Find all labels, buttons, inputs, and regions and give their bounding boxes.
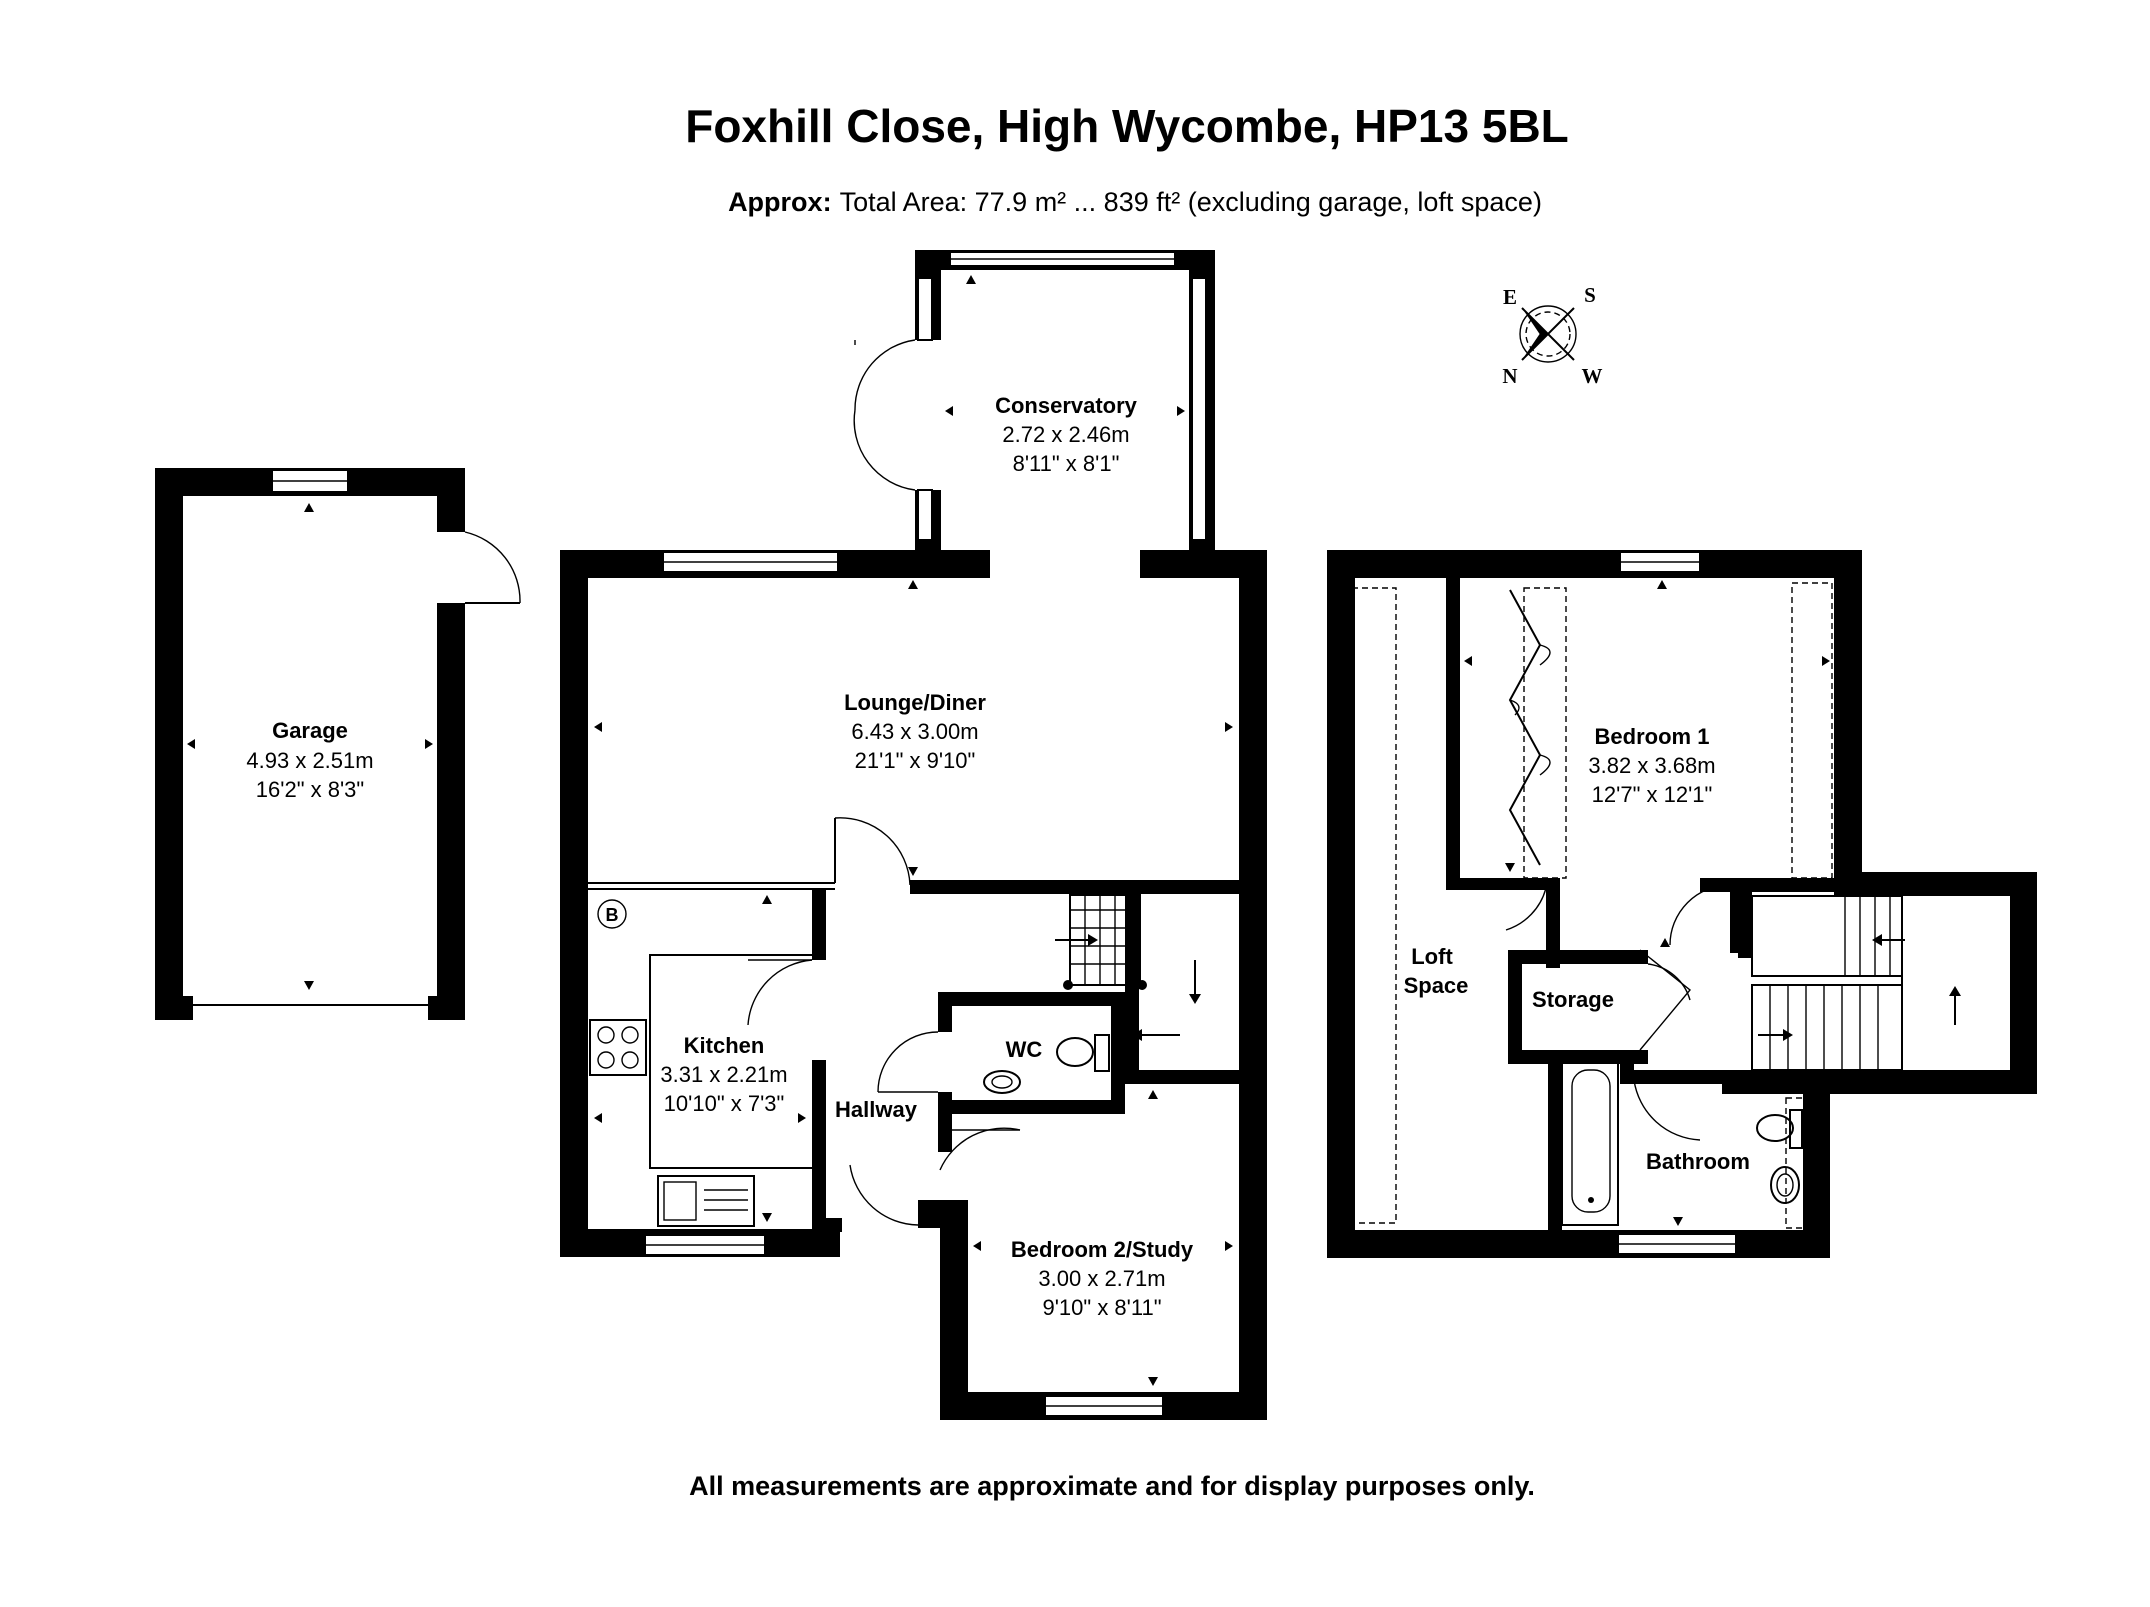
garage-imperial: 16'2" x 8'3" <box>256 777 364 802</box>
area-label: Approx: <box>728 187 832 217</box>
loft-name-line1: Loft <box>1411 944 1453 969</box>
conservatory-name: Conservatory <box>995 393 1138 418</box>
conservatory-imperial: 8'11" x 8'1" <box>1013 451 1120 476</box>
lounge-name: Lounge/Diner <box>844 690 986 715</box>
garage-metric: 4.93 x 2.51m <box>246 748 373 773</box>
kitchen-imperial: 10'10" x 7'3" <box>664 1091 785 1116</box>
garage-name: Garage <box>272 718 348 743</box>
bedroom2-metric: 3.00 x 2.71m <box>1038 1266 1165 1291</box>
hallway-name: Hallway <box>835 1097 918 1122</box>
wc-name: WC <box>1006 1037 1043 1062</box>
page-title: Foxhill Close, High Wycombe, HP13 5BL <box>685 100 1569 152</box>
conservatory-metric: 2.72 x 2.46m <box>1002 422 1129 447</box>
bathroom-name: Bathroom <box>1646 1149 1750 1174</box>
kitchen-name: Kitchen <box>684 1033 765 1058</box>
bedroom2-name: Bedroom 2/Study <box>1011 1237 1194 1262</box>
ground-floor-plan <box>560 250 1267 1420</box>
compass-s: S <box>1584 283 1596 307</box>
compass-w: W <box>1582 364 1603 388</box>
loft-name-line2: Space <box>1404 973 1469 998</box>
lounge-metric: 6.43 x 3.00m <box>851 719 978 744</box>
disclaimer: All measurements are approximate and for… <box>689 1471 1535 1501</box>
boiler-marker <box>597 899 627 929</box>
boiler-letter: B <box>606 905 619 925</box>
bedroom1-metric: 3.82 x 3.68m <box>1588 753 1715 778</box>
bedroom1-name: Bedroom 1 <box>1595 724 1710 749</box>
compass-n: N <box>1502 364 1517 388</box>
storage-name: Storage <box>1532 987 1614 1012</box>
bedroom2-imperial: 9'10" x 8'11" <box>1042 1295 1161 1320</box>
compass-rose: E S N W <box>1502 283 1602 388</box>
area-text: Total Area: 77.9 m² ... 839 ft² (excludi… <box>840 187 1542 217</box>
bedroom1-imperial: 12'7" x 12'1" <box>1592 782 1713 807</box>
compass-e: E <box>1503 285 1517 309</box>
total-area: Approx: Total Area: 77.9 m² ... 839 ft² (… <box>728 187 1542 217</box>
kitchen-metric: 3.31 x 2.21m <box>660 1062 787 1087</box>
garage-plan <box>155 468 521 1020</box>
first-floor-plan <box>1327 550 2037 1258</box>
lounge-imperial: 21'1" x 9'10" <box>855 748 976 773</box>
